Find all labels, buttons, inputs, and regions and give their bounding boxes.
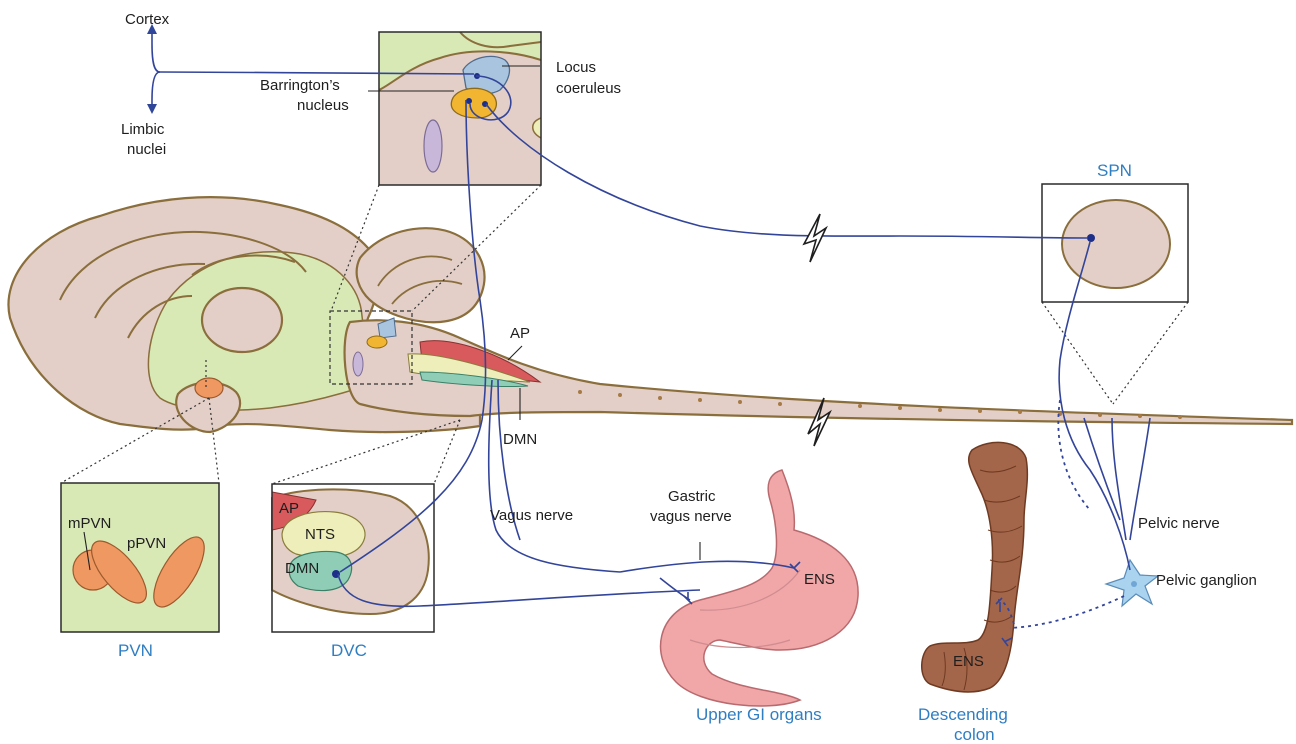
thalamus [202, 288, 282, 352]
upper-gi-title: Upper GI organs [696, 705, 822, 724]
ens-colon-label: ENS [953, 653, 984, 670]
mpvn-label: mPVN [68, 515, 111, 532]
pelvic-nerve-label: Pelvic nerve [1138, 515, 1220, 532]
vagus-nerve-label: Vagus nerve [490, 507, 573, 524]
nts-label: NTS [305, 526, 335, 543]
ap-label: AP [510, 325, 530, 342]
neuron-soma-icon [1106, 560, 1158, 606]
ap-dvc-label: AP [279, 500, 299, 517]
ens-stomach-label: ENS [804, 571, 835, 588]
nucleus-small-lilac [353, 352, 363, 376]
limbic-label-line2: nuclei [127, 141, 166, 158]
limbic-label-line1: Limbic [121, 121, 165, 138]
gastric-label-line2: vagus nerve [650, 508, 732, 525]
ppvn-label: pPVN [127, 535, 166, 552]
locus-label-line1: Locus [556, 59, 596, 76]
nucleus-lilac [424, 120, 442, 172]
stomach-upper-gi [661, 470, 859, 706]
pvn-title: PVN [118, 641, 153, 660]
spn-title: SPN [1097, 161, 1132, 180]
locus-label-line2: coeruleus [556, 80, 621, 97]
descending-title-line2: colon [954, 725, 995, 744]
pelvic-ganglion-label: Pelvic ganglion [1156, 572, 1257, 589]
barrington-label-line2: nucleus [297, 97, 349, 114]
gastric-label-line1: Gastric [668, 488, 716, 505]
barrington-label-line1: Barrington’s [260, 77, 340, 94]
barrington-inset [379, 32, 541, 185]
dmn-label: DMN [503, 431, 537, 448]
descending-title-line1: Descending [918, 705, 1008, 724]
dmn-dvc-label: DMN [285, 560, 319, 577]
pvn-nucleus [195, 378, 223, 398]
cortex-label: Cortex [125, 11, 170, 28]
cerebellum [357, 228, 485, 322]
dvc-title: DVC [331, 641, 367, 660]
spn-inset [1042, 184, 1188, 302]
barrington-nucleus-small [367, 336, 387, 348]
pvn-inset [61, 483, 219, 632]
